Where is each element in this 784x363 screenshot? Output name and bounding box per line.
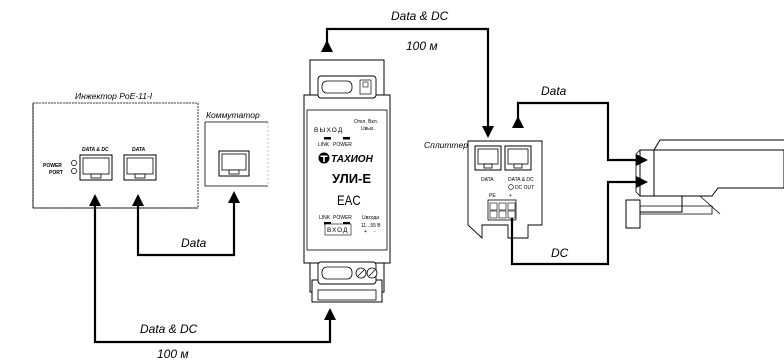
- cable-data-dc-bottom: [93, 198, 332, 344]
- rj45-port-icon: [123, 154, 157, 181]
- arrow-right-icon: [636, 154, 648, 166]
- arrow-up-icon: [228, 191, 240, 203]
- cable-dc-camera: [510, 180, 638, 266]
- power-bottom-label: POWER: [333, 215, 352, 221]
- uvykh-label: Uвых.: [361, 126, 375, 132]
- eac-mark: EAC: [337, 192, 361, 208]
- cable-data-dc-top: [325, 27, 490, 128]
- injector-port-label: PORT: [49, 170, 63, 176]
- splitter-data-label: DATA: [481, 177, 494, 183]
- arrow-up-icon: [324, 308, 336, 320]
- arrow-up-icon: [132, 194, 144, 206]
- cable-data-switch: [136, 196, 236, 257]
- label-data-dc-bottom: Data & DC: [140, 322, 198, 336]
- tachion-logo-icon: [318, 152, 330, 164]
- minus-label: -: [374, 229, 376, 235]
- model-label: УЛИ-Е: [332, 171, 371, 186]
- uvkhoda-label: Uвхода: [362, 215, 379, 221]
- camera-icon: [625, 139, 784, 229]
- label-data-right: Data: [541, 84, 567, 98]
- voltage-label: 11...55 В: [361, 223, 381, 229]
- label-data-dc-top: Data & DC: [391, 9, 449, 23]
- screw-terminal-icon: [355, 267, 378, 279]
- arrow-up-icon: [512, 116, 524, 128]
- rj45-port-icon: [504, 145, 532, 171]
- splitter-plus-label: +: [509, 193, 512, 199]
- splitter-pe-label: PE: [489, 193, 496, 199]
- arrow-up-icon: [89, 194, 101, 206]
- terminal-block-icon: [487, 199, 517, 221]
- arrowheads: [89, 40, 648, 320]
- label-distance-top: 100 м: [406, 39, 438, 53]
- splitter-dc-out-label: DC OUT: [515, 185, 534, 191]
- cables: [93, 27, 638, 344]
- splitter-device: Сплиттер PoE-11-S DATA DATA & DC DC OUT …: [424, 140, 543, 240]
- rj45-port-icon: [79, 154, 113, 181]
- rj45-port-icon: [218, 150, 250, 177]
- cable-data-camera: [516, 101, 638, 162]
- dc-out-led-icon: [508, 184, 514, 190]
- vkhod-label: ВХОД: [327, 227, 349, 234]
- injector-port2-label: DATA: [132, 147, 146, 153]
- injector-power-label: POWER: [43, 163, 62, 169]
- brand-label: ТАХИОН: [331, 154, 374, 165]
- label-distance-bottom: 100 м: [157, 347, 189, 361]
- port-led-icon: [71, 168, 77, 174]
- power-led-icon: [71, 160, 77, 166]
- label-dc-right: DC: [551, 246, 569, 260]
- uli-e-device: ВЫХОД Откл. Вкл. Uвых. LINK POWER ТАХИОН…: [303, 59, 391, 303]
- splitter-label: Сплиттер PoE-11-S: [424, 140, 507, 150]
- arrow-up-icon: [321, 40, 333, 52]
- arrow-right-icon: [636, 176, 648, 188]
- vyhod-label: ВЫХОД: [314, 127, 344, 134]
- plus-label: +: [364, 229, 367, 235]
- label-data-left: Data: [181, 236, 207, 250]
- injector-port1-label: DATA & DC: [82, 147, 109, 153]
- injector-label: Инжектор PoE-11-I: [75, 91, 153, 101]
- splitter-data-dc-label: DATA & DC: [508, 177, 534, 183]
- link-label: LINK: [318, 142, 330, 148]
- link-bottom-label: LINK: [319, 215, 331, 221]
- injector-device: Инжектор PoE-11-I POWER PORT DATA & DC D…: [32, 91, 199, 209]
- rj45-port-icon: [474, 145, 502, 171]
- switch-device: Коммутатор: [204, 110, 269, 187]
- power-label: POWER: [333, 142, 352, 148]
- arrow-down-icon: [482, 126, 494, 138]
- switch-label: Коммутатор: [206, 110, 260, 120]
- switch-otkl-vkl-label: Откл. Вкл.: [354, 119, 378, 125]
